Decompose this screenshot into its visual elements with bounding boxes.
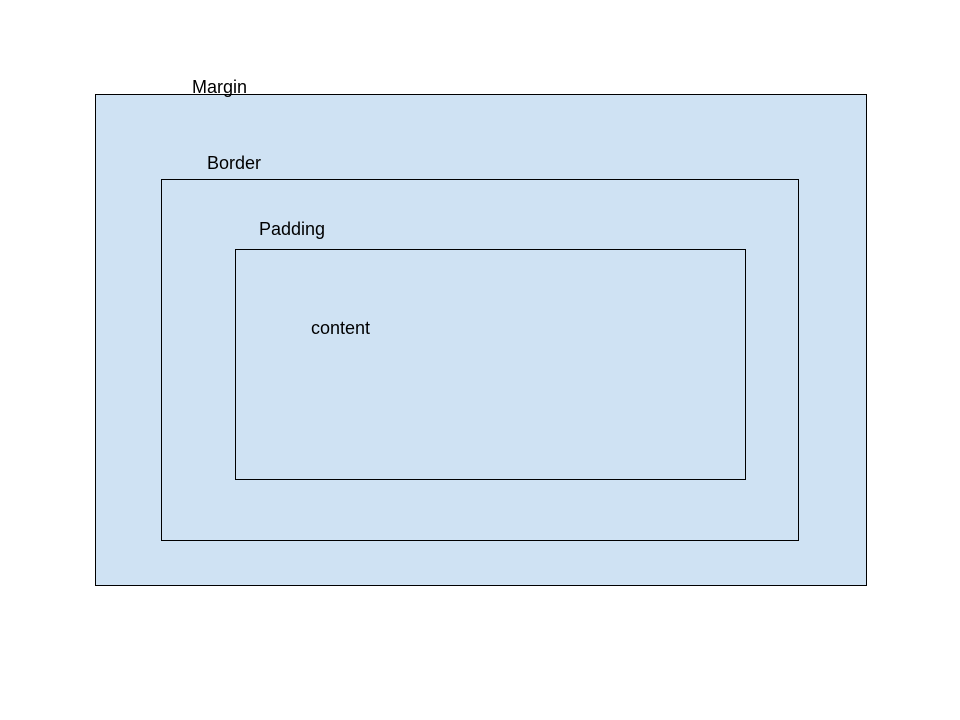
border-label: Border bbox=[207, 153, 262, 173]
padding-label: Padding bbox=[259, 219, 326, 239]
padding-box bbox=[235, 249, 746, 480]
content-label: content bbox=[311, 318, 371, 338]
margin-label: Margin bbox=[192, 77, 248, 97]
